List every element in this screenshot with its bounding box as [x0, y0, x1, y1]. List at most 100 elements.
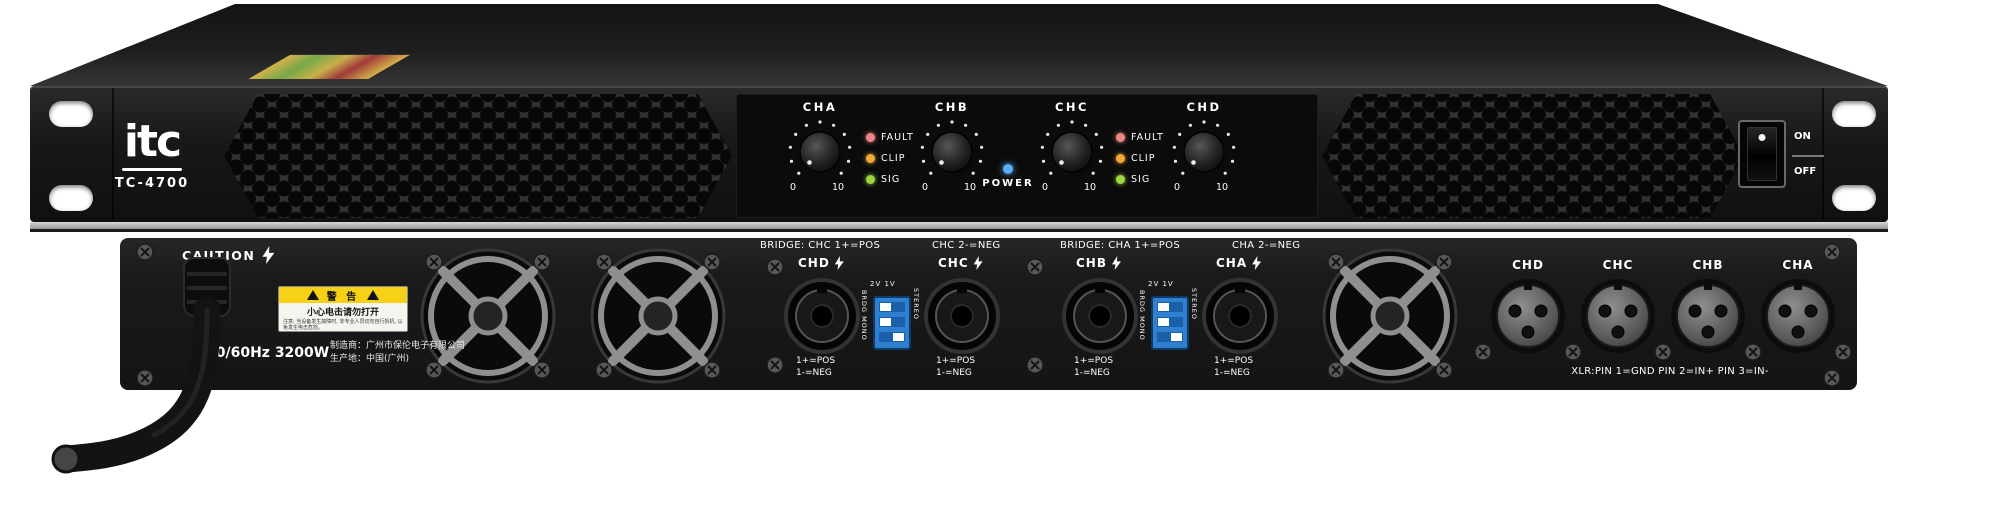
- left-ventilation-grille: [224, 94, 732, 218]
- polarity-label-chd: 1+=POS 1-=NEG: [796, 355, 835, 379]
- polarity-pos: 1+=POS: [1074, 356, 1114, 366]
- clip-led: [866, 154, 875, 163]
- power-cable: [51, 257, 231, 474]
- fault-led-label: FAULT: [881, 132, 914, 143]
- speakon-output-chc: [924, 278, 1000, 354]
- speakon-label-chb-text: CHB: [1076, 256, 1107, 270]
- polarity-neg: 1-=NEG: [796, 368, 832, 379]
- bridge-label-group2-a: BRIDGE: CHA 1+=POS: [1060, 240, 1181, 251]
- speakon-label-chc: CHC: [938, 256, 983, 270]
- lightning-bolt-icon: [973, 256, 983, 270]
- brand-logo-underline: [122, 168, 182, 171]
- polarity-label-chc: 1+=POS 1-=NEG: [936, 355, 975, 379]
- xlr-label-chb: CHB: [1692, 258, 1724, 272]
- svg-text:0: 0: [790, 182, 796, 192]
- cooling-fan-2: [592, 250, 724, 382]
- clip-led-label: CLIP: [881, 153, 906, 164]
- gain-knob-cha[interactable]: CHA 0 10: [780, 100, 860, 194]
- rack-ear-hole-top-right: [1832, 101, 1876, 127]
- sig-led: [1116, 175, 1125, 184]
- clip-led-label: CLIP: [1131, 153, 1156, 164]
- warning-triangle-icon: [306, 290, 319, 300]
- polarity-pos: 1+=POS: [936, 356, 976, 366]
- power-switch[interactable]: [1738, 120, 1786, 188]
- xlr-label-chd: CHD: [1512, 258, 1544, 272]
- sig-led-row: SIG: [1116, 169, 1186, 190]
- rack-ear-hole-top-left: [49, 101, 93, 127]
- clip-led-row: CLIP: [866, 148, 936, 169]
- speakon-output-cha: [1202, 278, 1278, 354]
- power-switch-indicator-dot: [1758, 134, 1766, 141]
- lightning-bolt-icon: [834, 256, 844, 270]
- channel-label-chd: CHD: [1186, 100, 1222, 114]
- power-led: [1003, 164, 1013, 174]
- dip-label-bridge-mono-2: BRDG MONO: [1138, 290, 1146, 341]
- clip-led-row: CLIP: [1116, 148, 1186, 169]
- speakon-output-chd: [784, 278, 860, 354]
- xlr-pinout-note: XLR:PIN 1=GND PIN 2=IN+ PIN 3=IN-: [1571, 366, 1769, 377]
- lightning-bolt-icon: [1112, 256, 1121, 270]
- model-label: TC-4700: [114, 176, 190, 191]
- warning-triangle-icon: [367, 290, 380, 300]
- dip-label-stereo-2: STEREO: [1190, 288, 1198, 320]
- speakon-output-chb: [1062, 278, 1138, 354]
- dip-label-bridge-mono-1: BRDG MONO: [860, 290, 868, 341]
- speakon-label-chd-text: CHD: [798, 256, 830, 270]
- bridge-label-group1-b: CHC 2-=NEG: [932, 240, 1001, 251]
- cable-cut-end: [51, 444, 81, 474]
- speakon-label-chd: CHD: [798, 256, 844, 270]
- knob-dial-cha: 0 10: [788, 120, 852, 192]
- cable-wire: [54, 296, 221, 473]
- sig-led-row: SIG: [866, 169, 936, 190]
- polarity-neg: 1-=NEG: [1214, 368, 1250, 379]
- fault-led: [866, 133, 875, 142]
- warning-sticker: 警 告 小心电击请勿打开 注意: 当设备发生故障时, 非专业人员切勿自行拆机, …: [278, 286, 408, 332]
- sig-led: [866, 175, 875, 184]
- speakon-label-cha-text: CHA: [1216, 256, 1248, 270]
- sig-led-label: SIG: [1131, 174, 1151, 185]
- manufacturer-line-1: 制造商：广州市保伦电子有限公司: [330, 341, 466, 351]
- dip-label-stereo-1: STEREO: [912, 288, 920, 320]
- mode-dip-switch-1[interactable]: [873, 296, 911, 350]
- cooling-fan-1: [422, 250, 554, 382]
- xlr-input-chc: [1580, 278, 1656, 354]
- channel-label-chc: CHC: [1054, 100, 1089, 114]
- rack-ear-hole-bottom-right: [1832, 185, 1876, 211]
- svg-text:0: 0: [1042, 182, 1048, 192]
- xlr-input-chd: [1490, 278, 1566, 354]
- polarity-pos: 1+=POS: [796, 356, 836, 366]
- gain-knob-chd[interactable]: CHD 0 10: [1164, 100, 1244, 194]
- sig-led-label: SIG: [881, 174, 901, 185]
- led-group-1: FAULT CLIP SIG: [866, 127, 936, 190]
- svg-text:0: 0: [1174, 182, 1180, 192]
- polarity-neg: 1-=NEG: [1074, 368, 1110, 379]
- gain-knob-chc[interactable]: CHC 0 10: [1032, 100, 1112, 194]
- knob-dial-chb: 0 10: [920, 120, 984, 192]
- manufacturer-line-2: 生产地：中国(广州): [330, 354, 410, 364]
- warning-note-text: 注意: 当设备发生故障时, 非专业人员切勿自行拆机, 以免发生电击危险。: [283, 319, 403, 332]
- led-group-2: FAULT CLIP SIG: [1116, 127, 1186, 190]
- chassis-bottom-lip: [30, 222, 1888, 232]
- xlr-input-cha: [1760, 278, 1836, 354]
- power-rating-label: 50/60Hz 3200W: [206, 345, 330, 361]
- dip-label-voltage-2: 2V 1V: [1148, 280, 1174, 288]
- fault-led: [1116, 133, 1125, 142]
- channel-label-cha: CHA: [802, 100, 838, 114]
- warning-title: 警 告: [326, 291, 360, 303]
- gain-knob-chb[interactable]: CHB 0 10: [912, 100, 992, 194]
- polarity-pos: 1+=POS: [1214, 356, 1254, 366]
- lightning-bolt-icon: [1252, 256, 1262, 270]
- fault-led-row: FAULT: [866, 127, 936, 148]
- switch-on-label: ON: [1794, 131, 1811, 142]
- right-ventilation-grille: [1322, 94, 1744, 218]
- svg-text:10: 10: [1084, 182, 1096, 192]
- right-ear-seam: [1822, 88, 1824, 220]
- mode-dip-switch-2[interactable]: [1151, 296, 1189, 350]
- brand-logo: itc: [123, 116, 182, 167]
- speakon-label-chc-text: CHC: [938, 256, 969, 270]
- power-label: POWER: [982, 178, 1034, 189]
- polarity-label-cha: 1+=POS 1-=NEG: [1214, 355, 1253, 379]
- left-ear-seam: [112, 88, 114, 220]
- warning-main-text: 小心电击请勿打开: [306, 308, 379, 318]
- xlr-label-chc: CHC: [1602, 258, 1634, 272]
